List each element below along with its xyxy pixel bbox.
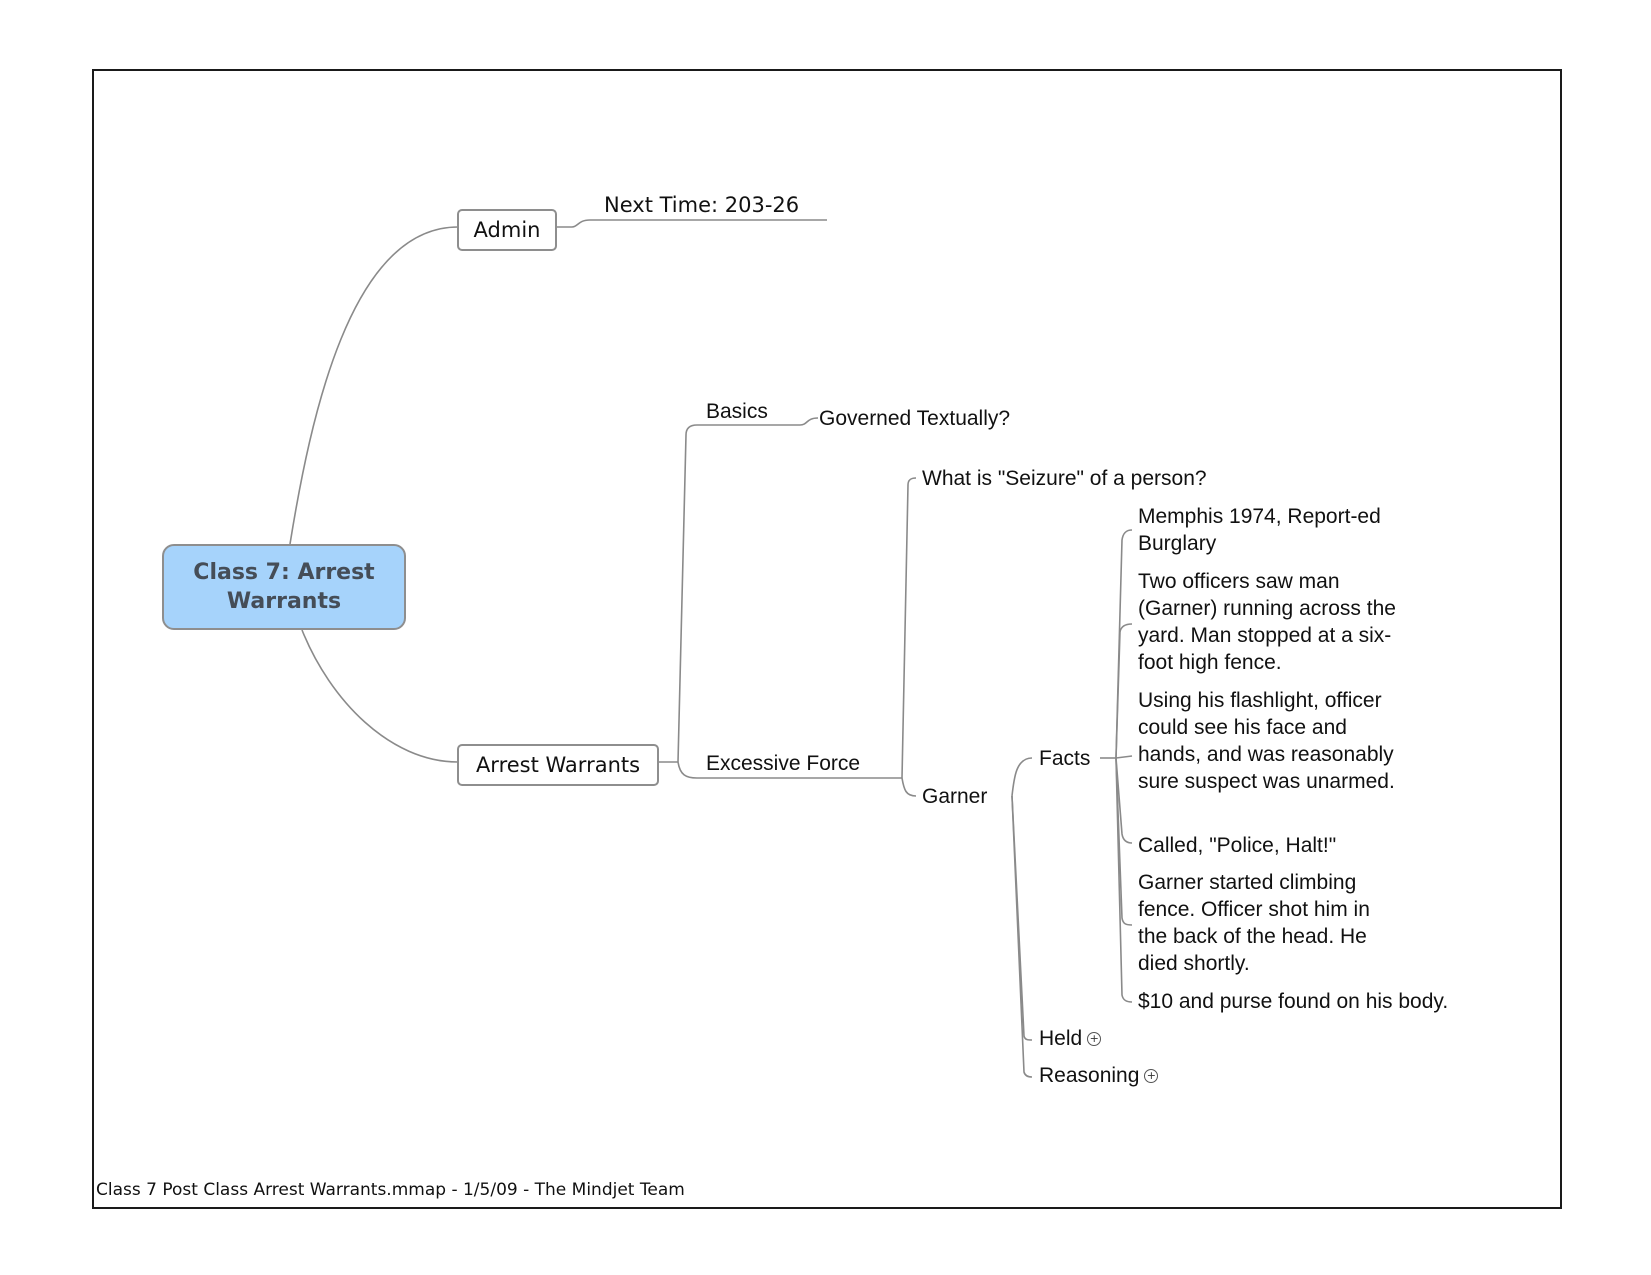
topic-seizure[interactable]: What is "Seizure" of a person? bbox=[922, 467, 1207, 490]
topic-held[interactable]: Held + bbox=[1039, 1025, 1102, 1052]
topic-garner[interactable]: Garner bbox=[922, 785, 988, 808]
connector-admin-nexttime bbox=[556, 219, 827, 228]
topic-held-label: Held bbox=[1039, 1027, 1083, 1050]
root-topic[interactable]: Class 7: Arrest Warrants bbox=[162, 544, 406, 630]
fact-item-4[interactable]: Called, "Police, Halt!" bbox=[1138, 834, 1337, 857]
topic-reasoning-label: Reasoning bbox=[1039, 1064, 1140, 1087]
fact-item-2[interactable]: Two officers saw man (Garner) running ac… bbox=[1138, 570, 1396, 674]
connector-to-seizure bbox=[901, 477, 917, 779]
connector-root-admin bbox=[289, 226, 459, 545]
plus-circle-icon[interactable]: + bbox=[1144, 1069, 1159, 1084]
topic-reasoning[interactable]: Reasoning + bbox=[1039, 1062, 1159, 1089]
topic-facts[interactable]: Facts bbox=[1039, 747, 1091, 770]
connector-fact-4 bbox=[1115, 757, 1133, 844]
fact-item-5[interactable]: Garner started climbing fence. Officer s… bbox=[1138, 871, 1370, 975]
topic-next-time[interactable]: Next Time: 203-26 bbox=[604, 193, 800, 217]
fact-item-6[interactable]: $10 and purse found on his body. bbox=[1138, 990, 1449, 1013]
topic-admin[interactable]: Admin bbox=[457, 209, 557, 251]
topic-excessive-force[interactable]: Excessive Force bbox=[706, 752, 861, 775]
connector-to-garner bbox=[901, 777, 917, 797]
topic-governed-textually[interactable]: Governed Textually? bbox=[819, 407, 1011, 430]
connector-garner-trunk bbox=[1011, 757, 1033, 797]
connector-to-basics bbox=[677, 424, 800, 763]
connector-fact-6 bbox=[1115, 757, 1133, 1003]
topic-arrest-warrants[interactable]: Arrest Warrants bbox=[457, 744, 659, 786]
page-footer: Class 7 Post Class Arrest Warrants.mmap … bbox=[96, 1180, 685, 1200]
connector-fact-5 bbox=[1115, 757, 1133, 926]
topic-basics[interactable]: Basics bbox=[706, 400, 768, 423]
connector-to-reasoning bbox=[1011, 795, 1033, 1078]
connector-to-excessive-force bbox=[677, 761, 902, 779]
connector-basics-governed bbox=[799, 417, 819, 426]
page-border bbox=[92, 69, 1562, 1209]
plus-circle-icon[interactable]: + bbox=[1087, 1032, 1102, 1047]
connector-fact-1 bbox=[1115, 529, 1133, 759]
connector-root-arrest-warrants bbox=[301, 629, 459, 763]
fact-item-3[interactable]: Using his flashlight, officer could see … bbox=[1138, 689, 1395, 793]
connector-to-held bbox=[1011, 795, 1033, 1041]
connector-fact-2 bbox=[1115, 623, 1133, 759]
connector-fact-3 bbox=[1115, 755, 1133, 759]
fact-item-1[interactable]: Memphis 1974, Report-ed Burglary bbox=[1138, 505, 1381, 555]
